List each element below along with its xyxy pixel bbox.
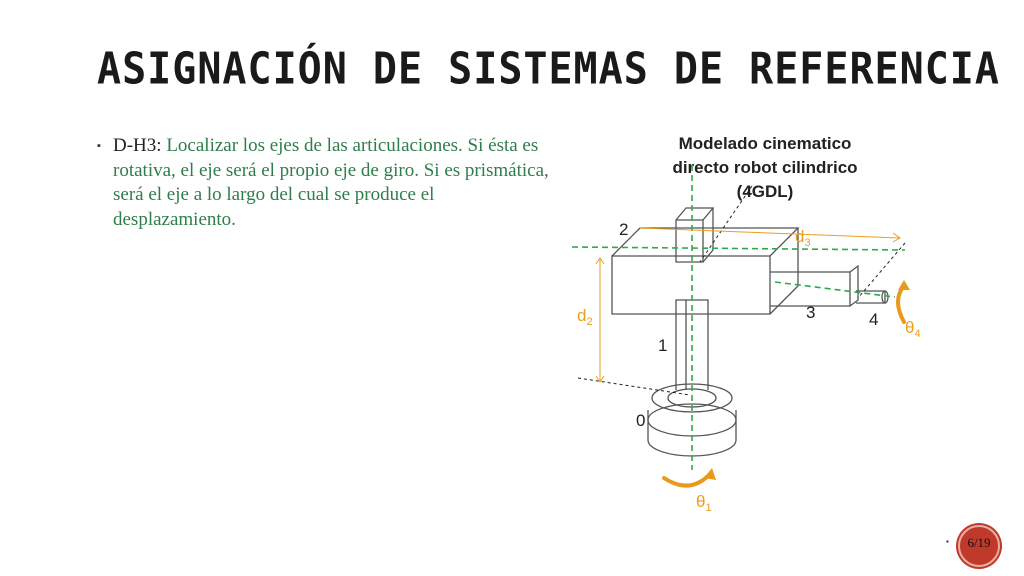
label-link-3: 3 [806,303,815,322]
bullet-text: D-H3: Localizar los ejes de las articula… [113,134,552,232]
arm-side [769,228,799,315]
theta1-arrow [662,472,712,488]
page-number: 6/19 [967,535,991,550]
label-theta4: θ4 [905,318,921,340]
bullet-lead: D-H3: [113,135,162,156]
page-number-badge [958,525,1000,567]
label-link-1: 1 [658,336,667,355]
ref-line-wrist [857,242,906,299]
bullet-body: Localizar los ejes de las articulaciones… [113,135,549,230]
arm-top [611,227,800,257]
label-link-2: 2 [619,220,628,239]
top-block [675,219,704,263]
prismatic-arm [770,271,851,307]
figure-title: Modelado cinematico directo robot cilind… [560,132,970,204]
slide-title: ASIGNACIÓN DE SISTEMAS DE REFERENCIA [97,44,1000,95]
bullet-item: ▪ D-H3: Localizar los ejes de las articu… [97,134,552,232]
label-link-0: 0 [636,411,645,430]
figure-title-line3: (4GDL) [736,182,794,201]
axis-horizontal [571,246,906,251]
label-d3: d3 [795,227,811,249]
bullet-square-icon: ▪ [97,140,101,152]
ref-line-base [577,377,691,396]
label-d2: d2 [577,306,593,328]
label-link-4: 4 [869,310,878,329]
base-top [651,383,733,413]
arm-front [611,255,771,315]
ref-line-top [699,185,753,263]
robot-figure: Modelado cinematico directo robot cilind… [560,128,940,528]
d3-dimension [639,227,901,239]
label-theta1: θ1 [696,492,712,514]
theta4-arrow [896,284,906,324]
axis-wrist [774,281,896,298]
robot-diagram: 2 3 4 1 0 d2 d3 θ1 θ4 [571,165,921,514]
page-bullet-icon: ▪ [946,537,949,546]
wrist [856,290,886,304]
figure-title-line2: directo robot cilindrico [672,158,858,177]
figure-title-line1: Modelado cinematico [678,134,852,153]
